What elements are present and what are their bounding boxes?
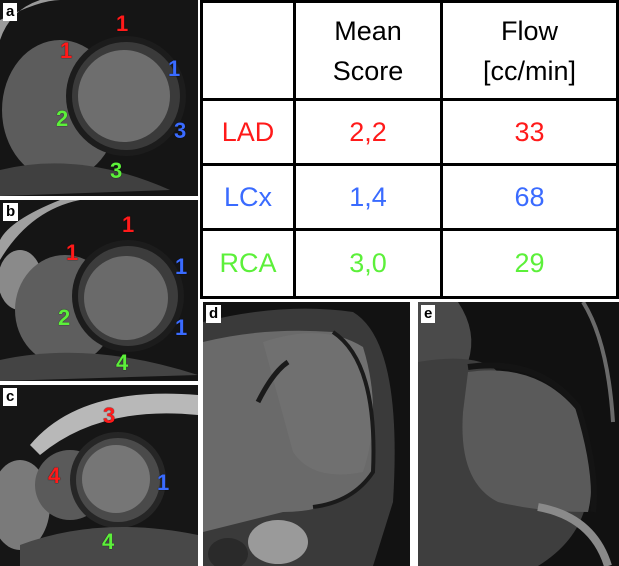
flow-cell: 29	[440, 228, 619, 299]
panel-letter-b: b	[3, 203, 19, 221]
mri-short-axis-image-c	[0, 385, 198, 566]
table-corner-cell	[200, 0, 296, 101]
mri-long-axis-image-d	[203, 302, 410, 566]
table-row: RCA 3,0 29	[200, 228, 619, 299]
segment-score-label: 1	[168, 56, 181, 81]
artery-name-cell: LAD	[200, 98, 296, 166]
artery-name-cell: RCA	[200, 228, 296, 299]
header-mean-line1: Mean	[334, 15, 402, 46]
segment-score-label: 4	[102, 529, 115, 554]
segment-score-label: 4	[116, 350, 129, 375]
mean-score-cell: 3,0	[293, 228, 443, 299]
mri-panel-e: e	[418, 302, 619, 566]
header-mean-score: Mean Score	[293, 0, 443, 101]
panel-letter-a: a	[3, 3, 18, 21]
panel-letter-e: e	[421, 305, 436, 323]
segment-score-label: 2	[56, 106, 69, 131]
mri-panel-d: d	[203, 302, 410, 566]
header-flow-line1: Flow	[500, 15, 558, 46]
header-mean-line2: Score	[332, 55, 404, 86]
segment-score-label: 2	[58, 305, 71, 330]
mean-score-cell: 2,2	[293, 98, 443, 166]
flow-cell: 68	[440, 163, 619, 231]
panel-letter-d: d	[206, 305, 222, 323]
mean-score-cell: 1,4	[293, 163, 443, 231]
segment-score-label: 1	[116, 11, 129, 36]
flow-cell: 33	[440, 98, 619, 166]
mri-panel-c: c 3 4 1 4	[0, 385, 198, 566]
segment-score-label: 1	[122, 212, 135, 237]
mri-panel-a: a 1 1 1 2 3 3	[0, 0, 198, 196]
table-header-row: Mean Score Flow [cc/min]	[200, 0, 619, 101]
mri-short-axis-image-a	[0, 0, 198, 196]
segment-score-label: 3	[110, 158, 123, 183]
header-flow: Flow [cc/min]	[440, 0, 619, 101]
header-flow-line2: [cc/min]	[482, 55, 576, 86]
mri-panel-b: b 1 1 1 2 1 4	[0, 200, 198, 381]
mri-long-axis-image-e	[418, 302, 619, 566]
table-row: LAD 2,2 33	[200, 98, 619, 166]
artery-name-cell: LCx	[200, 163, 296, 231]
segment-score-label: 1	[66, 240, 79, 265]
perfusion-score-table: Mean Score Flow [cc/min] LAD 2,2 33 LCx …	[200, 0, 619, 299]
segment-score-label: 1	[157, 470, 170, 495]
segment-score-label: 1	[60, 38, 73, 63]
panel-letter-c: c	[3, 388, 18, 406]
table-row: LCx 1,4 68	[200, 163, 619, 231]
segment-score-label: 4	[48, 463, 61, 488]
segment-score-label: 1	[175, 254, 188, 279]
segment-score-label: 1	[175, 315, 188, 340]
segment-score-label: 3	[174, 118, 187, 143]
segment-score-label: 3	[103, 403, 116, 428]
mri-short-axis-image-b	[0, 200, 198, 381]
